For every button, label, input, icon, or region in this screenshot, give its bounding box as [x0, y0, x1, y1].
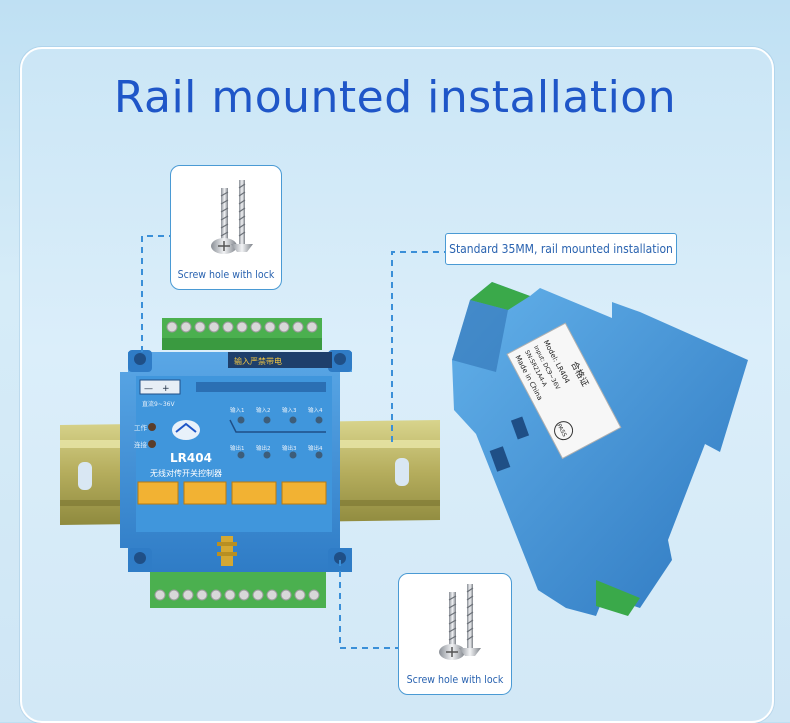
- pass-stamp: PASS: [555, 423, 567, 438]
- indicator-work-label: 工作: [134, 423, 148, 432]
- input-label-4: 输入4: [308, 406, 323, 414]
- power-spec-label: 直流9~36V: [142, 400, 175, 408]
- device-warning: 输入严禁带电: [234, 356, 282, 366]
- device-model: LR404: [170, 451, 212, 465]
- rail-mount-label: Standard 35MM, rail mounted installation: [445, 233, 677, 265]
- callout-connectors: [141, 235, 445, 649]
- output-label-1: 输出1: [230, 444, 245, 452]
- device-subtitle: 无线对传开关控制器: [150, 468, 222, 478]
- input-label-1: 输入1: [230, 406, 245, 414]
- power-minus-label: —: [144, 384, 153, 394]
- screw-icon: [211, 180, 253, 254]
- side-device: [452, 282, 748, 616]
- indicator-link-label: 连接: [134, 440, 148, 449]
- output-label-2: 输出2: [256, 444, 271, 452]
- output-label-4: 输出4: [308, 444, 323, 452]
- front-device: [120, 350, 352, 572]
- top-screw-caption: Screw hole with lock: [177, 269, 275, 281]
- bottom-terminal-block: [150, 572, 326, 608]
- screw-icon-bottom: [439, 584, 481, 660]
- input-label-3: 输入3: [282, 406, 297, 414]
- power-plus-label: +: [162, 384, 170, 394]
- input-label-2: 输入2: [256, 406, 271, 414]
- bottom-screw-caption: Screw hole with lock: [406, 674, 504, 686]
- top-screw-callout: Screw hole with lock: [170, 165, 282, 290]
- output-label-3: 输出3: [282, 444, 297, 452]
- top-terminal-block: [162, 318, 322, 350]
- page-title: Rail mounted installation: [113, 72, 677, 123]
- bottom-screw-callout: Screw hole with lock: [398, 573, 512, 695]
